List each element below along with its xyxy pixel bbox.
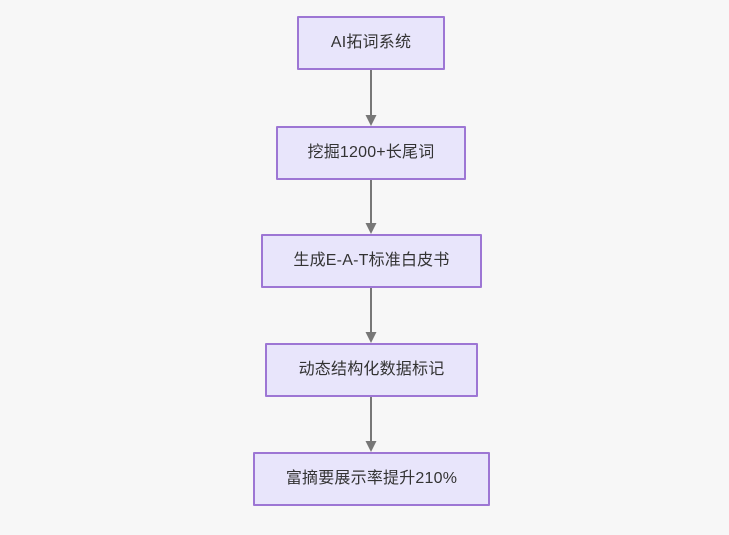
flowchart-node-generate-eat-whitepaper[interactable]: 生成E-A-T标准白皮书 xyxy=(261,234,482,288)
node-label: 富摘要展示率提升210% xyxy=(285,470,458,487)
node-label: AI拓词系统 xyxy=(330,34,412,51)
node-label: 动态结构化数据标记 xyxy=(298,361,445,378)
arrow-down-icon xyxy=(365,223,377,234)
node-label: 生成E-A-T标准白皮书 xyxy=(293,252,450,269)
arrow-down-icon xyxy=(365,441,377,452)
flowchart-node-rich-snippet-rate-increase[interactable]: 富摘要展示率提升210% xyxy=(253,452,490,506)
flowchart-node-ai-keyword-system[interactable]: AI拓词系统 xyxy=(297,16,445,70)
node-label: 挖掘1200+长尾词 xyxy=(307,144,435,161)
edge-n1-n2 xyxy=(365,70,377,126)
flowchart-node-dynamic-structured-data-markup[interactable]: 动态结构化数据标记 xyxy=(265,343,478,397)
flowchart-node-mine-longtail-keywords[interactable]: 挖掘1200+长尾词 xyxy=(276,126,466,180)
edge-n2-n3 xyxy=(365,180,377,234)
arrow-down-icon xyxy=(365,332,377,343)
arrow-down-icon xyxy=(365,115,377,126)
edge-n4-n5 xyxy=(365,397,377,452)
edge-n3-n4 xyxy=(365,288,377,343)
